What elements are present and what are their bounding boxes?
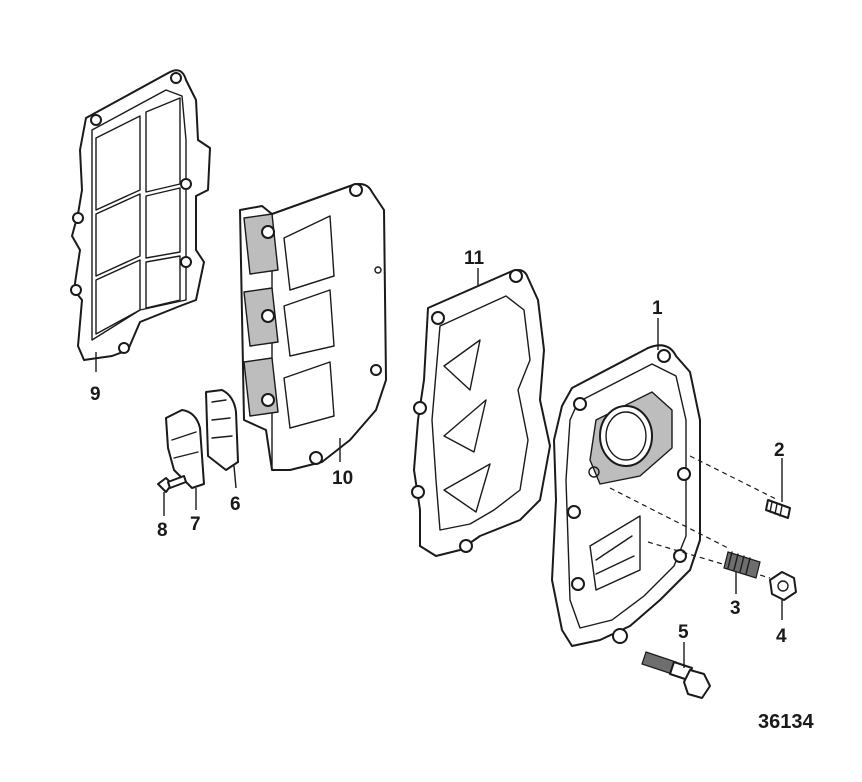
part-9-gasket xyxy=(70,69,211,361)
callout-10: 10 xyxy=(332,468,353,489)
callout-5: 5 xyxy=(678,622,689,643)
part-6-reed-petal xyxy=(205,389,239,471)
part-11-gasket xyxy=(411,269,551,557)
part-8-screw xyxy=(157,475,187,493)
callout-3: 3 xyxy=(730,598,741,619)
leader-lines xyxy=(95,268,783,668)
part-5-bolt xyxy=(641,651,711,699)
callout-1: 1 xyxy=(652,298,663,319)
callout-2: 2 xyxy=(774,440,785,461)
callout-8: 8 xyxy=(157,520,168,541)
callout-7: 7 xyxy=(190,514,201,535)
callout-4: 4 xyxy=(776,626,787,647)
figure-number: 36134 xyxy=(758,711,814,733)
callout-9: 9 xyxy=(90,384,101,405)
callout-6: 6 xyxy=(230,494,241,515)
part-4-nut xyxy=(769,571,797,601)
part-2-stud xyxy=(765,499,791,519)
part-10-reed-block xyxy=(239,183,387,471)
callout-11: 11 xyxy=(464,248,485,269)
part-3-threaded-stud xyxy=(723,551,761,579)
part-1-cover xyxy=(551,344,701,647)
callout-labels: 9 10 11 1 2 3 4 5 6 7 8 xyxy=(90,248,787,647)
